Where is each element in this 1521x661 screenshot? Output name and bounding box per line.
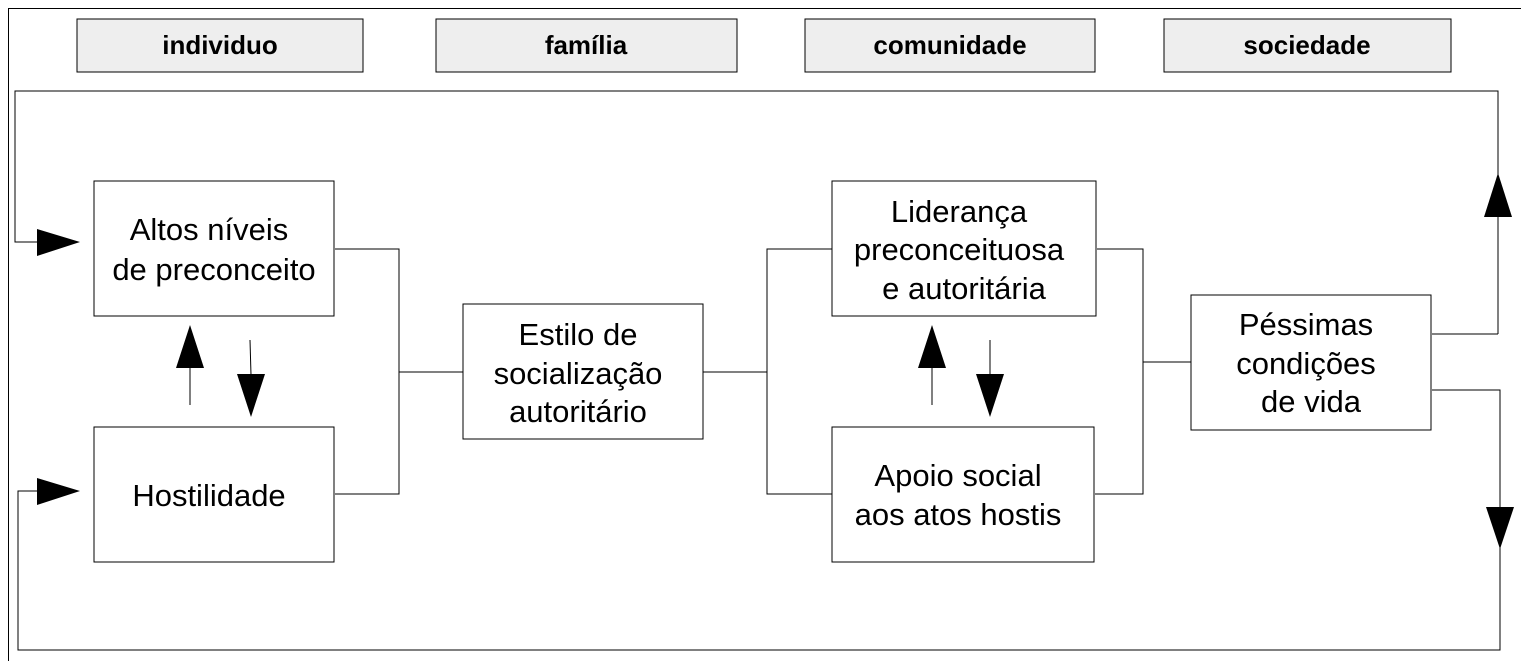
top-feedback-line xyxy=(14,90,1499,334)
bracket-left xyxy=(335,248,400,495)
header-comunidade: comunidade xyxy=(804,18,1096,73)
box-pessimas: Péssimas condições de vida xyxy=(1190,294,1432,431)
altos-niveis-line1: Altos níveis xyxy=(130,212,289,247)
hostilidade-line1: Hostilidade xyxy=(132,478,285,513)
box-altos-niveis: Altos níveis de preconceito xyxy=(93,180,335,317)
box-lideranca: Liderança preconceituosa e autoritária xyxy=(831,180,1097,317)
arrow-down-middle-icon xyxy=(976,374,1004,417)
bracket-middle xyxy=(766,248,832,495)
estilo-line3: autoritário xyxy=(509,394,647,429)
arrow-into-hostilidade-icon xyxy=(37,478,80,505)
apoio-line1: Apoio social xyxy=(874,458,1041,493)
header-individuo: individuo xyxy=(76,18,364,73)
arrow-down-left-shaft xyxy=(249,339,252,376)
header-sociedade: sociedade xyxy=(1163,18,1452,73)
arrow-into-altos-icon xyxy=(37,229,80,256)
lideranca-line3: e autoritária xyxy=(882,271,1046,306)
altos-niveis-line2: de preconceito xyxy=(112,252,315,287)
arrow-down-left-icon xyxy=(237,374,265,417)
apoio-line2: aos atos hostis xyxy=(855,497,1062,532)
arrow-up-right-icon xyxy=(1484,173,1512,217)
arrow-up-left-icon xyxy=(176,325,204,368)
arrow-down-right-icon xyxy=(1486,507,1514,549)
arrow-up-middle-icon xyxy=(918,325,946,368)
box-apoio: Apoio social aos atos hostis xyxy=(831,426,1095,563)
bracket-right xyxy=(1095,248,1144,495)
box-estilo: Estilo de socialização autoritário xyxy=(462,303,704,440)
estilo-line1: Estilo de xyxy=(519,317,638,352)
header-familia: família xyxy=(435,18,738,73)
header-familia-label: família xyxy=(545,30,628,60)
lideranca-line2: preconceituosa xyxy=(854,232,1065,267)
pessimas-line1: Péssimas xyxy=(1239,307,1373,342)
outer-frame xyxy=(8,8,1521,661)
header-comunidade-label: comunidade xyxy=(873,30,1026,60)
pessimas-line2: condições xyxy=(1236,346,1376,381)
header-sociedade-label: sociedade xyxy=(1243,30,1370,60)
bottom-feedback-line xyxy=(17,389,1501,651)
estilo-line2: socialização xyxy=(494,356,663,391)
pessimas-line3: de vida xyxy=(1261,384,1362,419)
lideranca-line1: Liderança xyxy=(891,194,1028,229)
header-individuo-label: individuo xyxy=(162,30,278,60)
box-hostilidade: Hostilidade xyxy=(93,426,335,563)
